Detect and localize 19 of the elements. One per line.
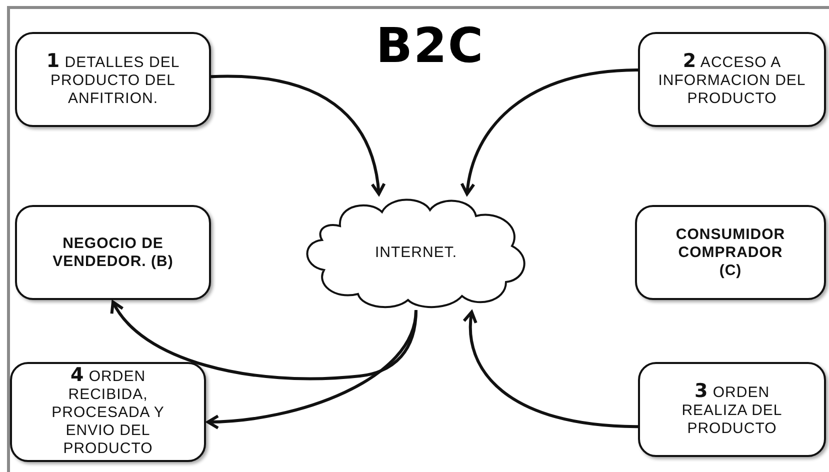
process-box [10, 362, 206, 462]
node-label: INTERNET. [374, 244, 458, 262]
process-box [15, 205, 211, 300]
node-label: 3 ORDEN REALIZA DEL PRODUCTO [680, 382, 784, 438]
node-label: 2 ACCESO A INFORMACION DEL PRODUCTO [657, 52, 807, 108]
process-box [635, 205, 826, 300]
arrow [210, 74, 386, 196]
node-label: NEGOCIO DE VENDEDOR. (B) [52, 234, 174, 270]
process-box [638, 362, 826, 457]
arrow [463, 310, 638, 428]
node-label: 1 DETALLES DEL PRODUCTO DEL ANFITRION. [45, 52, 181, 108]
node-label: CONSUMIDOR COMPRADOR (C) [674, 226, 786, 280]
title: B2C [374, 18, 486, 74]
arrow [206, 310, 418, 430]
node-label: 4 ORDEN RECIBIDA, PROCESADA Y ENVIO DEL PRODUCTO [50, 366, 166, 458]
process-box [15, 32, 211, 127]
arrow [112, 300, 418, 380]
process-box [638, 32, 826, 127]
arrow [460, 68, 638, 196]
